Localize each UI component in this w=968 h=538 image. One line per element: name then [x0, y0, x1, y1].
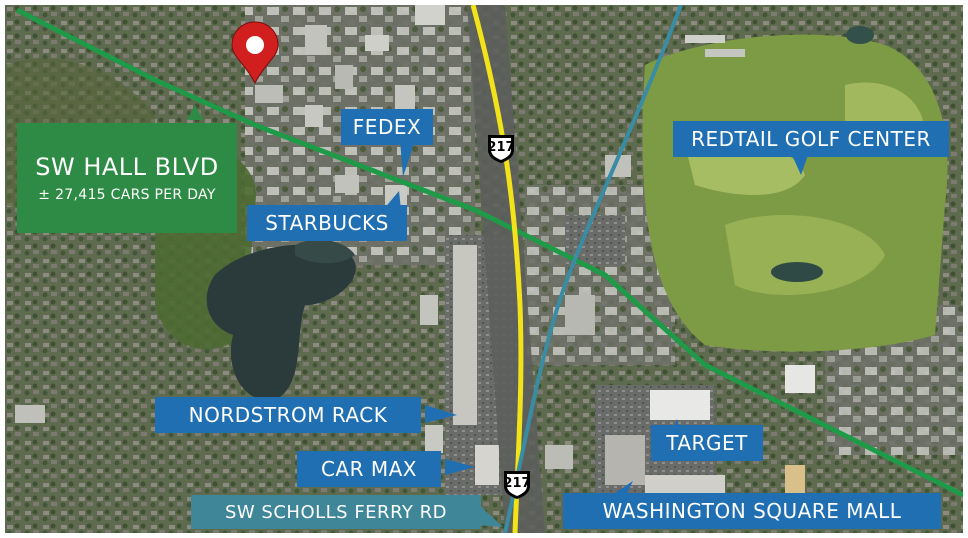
washington-square-label[interactable]: WASHINGTON SQUARE MALL: [563, 493, 941, 529]
car-max-pointer: [445, 459, 475, 475]
starbucks-label[interactable]: STARBUCKS: [247, 205, 407, 241]
location-pin-icon[interactable]: [231, 21, 279, 85]
hall-blvd-line: [15, 7, 963, 498]
road-name: SW HALL BLVD: [35, 153, 219, 181]
redtail-golf-label[interactable]: REDTAIL GOLF CENTER: [673, 121, 949, 157]
shield-number: 217: [487, 140, 515, 155]
highway-217-line: [470, 5, 524, 533]
highway-217-shield-south: 217: [501, 468, 533, 500]
hall-pointer: [187, 105, 203, 120]
target-label[interactable]: TARGET: [651, 425, 763, 461]
map-stage: 217 217 SW HALL BLVD ± 27,415 CARS PER D…: [5, 5, 963, 533]
route-shield-icon: [504, 471, 530, 499]
route-shield-icon: [488, 135, 514, 163]
scholls-ferry-label[interactable]: SW SCHOLLS FERRY RD: [191, 495, 481, 529]
shield-number: 217: [503, 476, 531, 491]
fedex-label[interactable]: FEDEX: [341, 109, 433, 145]
nordstrom-rack-label[interactable]: NORDSTROM RACK: [155, 397, 421, 433]
fedex-pointer: [400, 140, 415, 177]
hall-blvd-callout[interactable]: SW HALL BLVD ± 27,415 CARS PER DAY: [17, 123, 237, 233]
scholls-pointer: [475, 501, 503, 527]
nordstrom-pointer: [425, 405, 457, 423]
redtail-pointer: [792, 155, 808, 175]
scholls-ferry-line: [503, 5, 683, 533]
traffic-count: ± 27,415 CARS PER DAY: [38, 187, 216, 203]
highway-217-shield: 217: [485, 132, 517, 164]
aerial-map: [5, 5, 963, 533]
car-max-label[interactable]: CAR MAX: [297, 451, 441, 487]
